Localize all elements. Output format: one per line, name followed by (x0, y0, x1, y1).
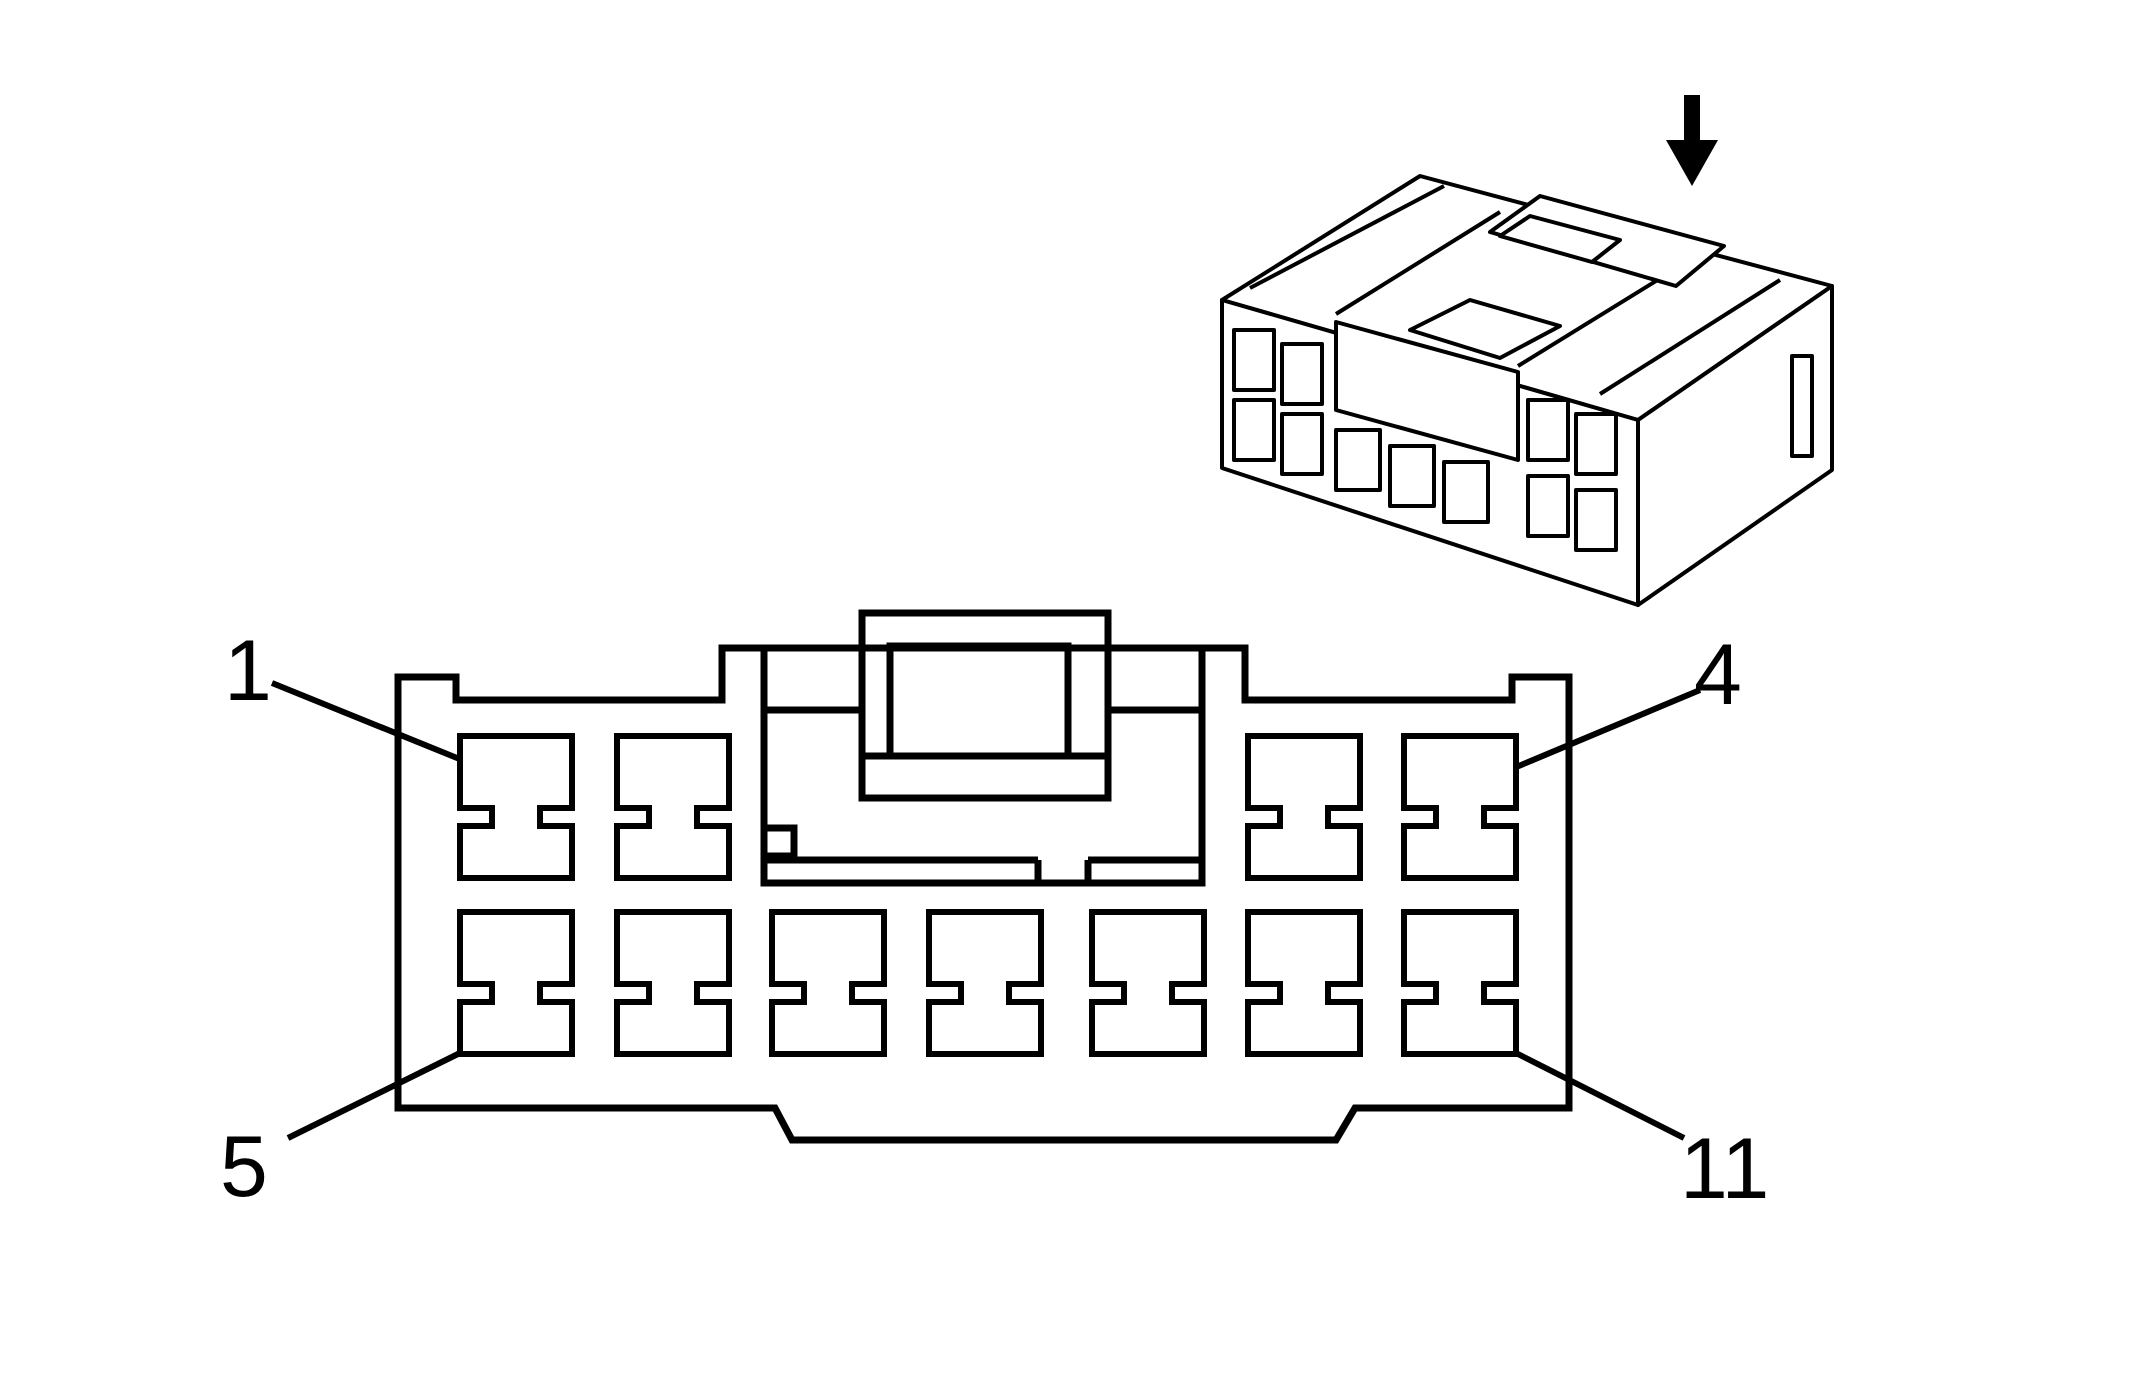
latch-housing (760, 644, 1206, 887)
pin-cavity-8 (926, 909, 1044, 1057)
pin-cavity-11 (1401, 909, 1519, 1057)
leader-pin-5 (286, 1049, 464, 1141)
connector-perspective-icon (1220, 174, 1834, 607)
pin-cavity-3 (1245, 733, 1363, 881)
pin-label-5: 5 (220, 1119, 268, 1215)
pin-cavity-2 (614, 733, 732, 881)
arrow-down-icon (1666, 95, 1718, 186)
pin-label-1: 1 (224, 623, 272, 719)
latch-tab (858, 752, 1112, 802)
pin-label-11: 11 (1680, 1121, 1769, 1217)
perspective-cavities (1232, 328, 1618, 552)
pin-label-4: 4 (1694, 627, 1742, 723)
pin-cavity-7 (769, 909, 887, 1057)
pin-cavity-1 (457, 733, 575, 881)
latch-window (886, 642, 1072, 760)
pin-cavity-6 (614, 909, 732, 1057)
pin-cavity-9 (1089, 909, 1207, 1057)
pin-cavity-10 (1245, 909, 1363, 1057)
connector-face-view (394, 609, 1573, 1144)
pin-cavities (457, 733, 1519, 1057)
leader-lines (270, 680, 1702, 1141)
leader-pin-4 (1512, 687, 1702, 771)
leader-pin-11 (1512, 1049, 1686, 1141)
pin-cavity-4 (1401, 733, 1519, 881)
pin-cavity-5 (457, 909, 575, 1057)
connector-outline (394, 609, 1573, 1144)
leader-pin-1 (270, 680, 464, 763)
